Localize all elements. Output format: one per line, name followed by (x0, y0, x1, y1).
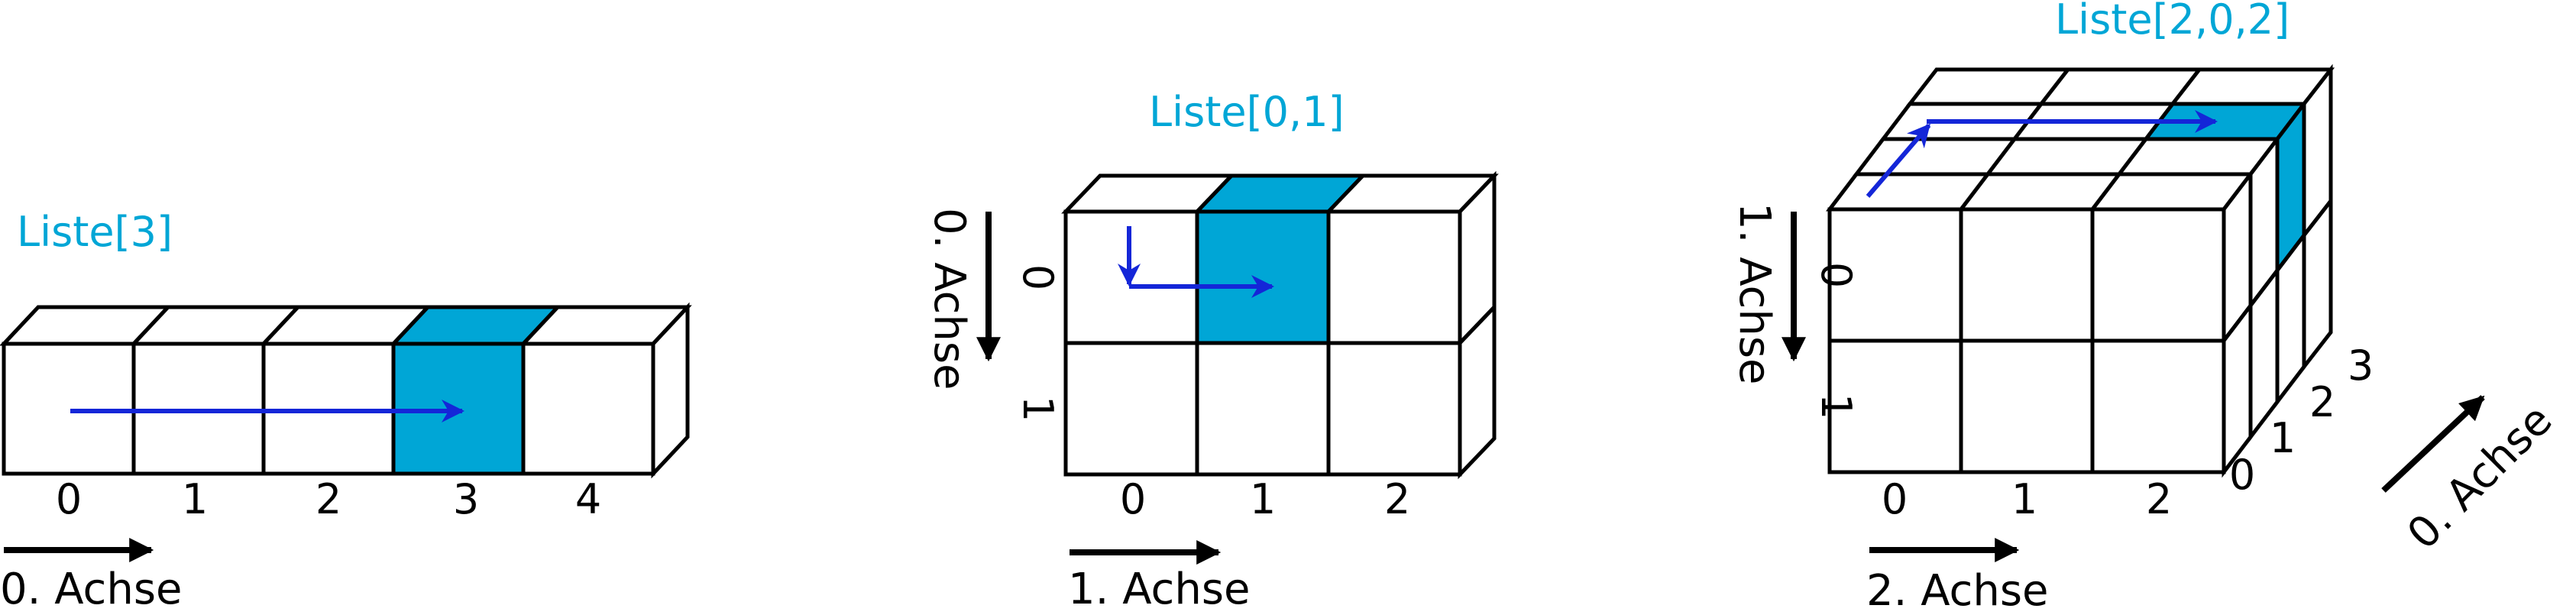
row-axis-label: 1. Achse (1730, 202, 1779, 384)
axis-label: 0. Achse (0, 565, 182, 611)
depth-index-label: 3 (2348, 341, 2374, 390)
panel-2d: 0 1 0 1 2 0. Achse 1. Achse Liste[0,1] (924, 88, 1499, 614)
column-index-label: 2 (2146, 475, 2172, 523)
depth-axis-label: 0. Achse (2398, 395, 2562, 559)
front-cell-1-2 (2090, 338, 2226, 474)
cell-1-2 (1326, 341, 1462, 477)
column-index-label: 1 (1250, 475, 1276, 523)
cell-1-1 (1195, 341, 1331, 477)
panel-title: Liste[2,0,2] (2055, 0, 2290, 44)
front-cell-0-0 (1827, 207, 1963, 343)
cell-4 (521, 341, 655, 476)
cell-0-1-highlighted (1195, 209, 1331, 345)
depth-axis-arrow (2381, 395, 2485, 493)
front-cell-1-1 (1959, 338, 2095, 474)
row-index-label: 0 (1014, 264, 1062, 290)
front-cell-0-1 (1959, 207, 2095, 343)
index-label: 4 (575, 475, 601, 523)
column-index-label: 1 (2011, 475, 2037, 523)
depth-index-label: 2 (2309, 378, 2335, 426)
row-axis-label: 0. Achse (924, 208, 974, 390)
column-index-label: 0 (1120, 475, 1146, 523)
depth-index-label: 1 (2270, 414, 2296, 462)
row-index-label: 1 (1812, 393, 1860, 419)
side-cell-d3-r1 (2302, 195, 2333, 373)
front-cell-0-2 (2090, 207, 2226, 343)
panel-title: Liste[3] (17, 208, 173, 256)
cell-0-2 (1326, 209, 1462, 345)
index-label: 0 (56, 475, 82, 523)
index-label: 3 (453, 475, 479, 523)
column-axis-label: 2. Achse (1866, 566, 2048, 611)
row-index-label: 1 (1014, 396, 1062, 422)
depth-index-label: 0 (2229, 451, 2255, 499)
row-index-label: 0 (1812, 262, 1860, 288)
index-label: 1 (182, 475, 208, 523)
panel-3d: 0 1 0 1 2 0 1 2 3 1. Achse 2. Achse 0. A… (1730, 0, 2562, 615)
index-label: 2 (316, 475, 341, 523)
column-index-label: 2 (1384, 475, 1410, 523)
column-axis-label: 1. Achse (1068, 565, 1250, 611)
column-index-label: 0 (1882, 475, 1908, 523)
front-cell-1-0 (1827, 338, 1963, 474)
panel-title: Liste[0,1] (1149, 88, 1345, 136)
panel-1d: 0 1 2 3 4 0. Achse Liste[3] (0, 208, 692, 614)
pointer-arrow-axis0 (1866, 123, 1931, 198)
cell-1-0 (1063, 341, 1199, 477)
